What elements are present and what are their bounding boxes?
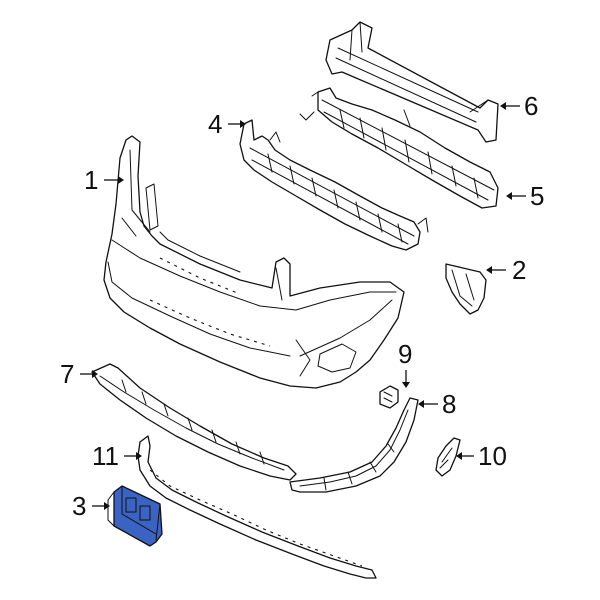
callout-6: 6	[524, 91, 538, 121]
license-plate-bracket-part[interactable]	[107, 485, 163, 547]
lower-molding-strip-part[interactable]	[137, 435, 377, 579]
retainer-clip-part[interactable]	[379, 385, 399, 409]
callout-4: 4	[208, 109, 222, 139]
callout-11: 11	[92, 441, 119, 471]
callout-9: 9	[398, 339, 412, 369]
side-bracket-right-part[interactable]	[435, 437, 461, 477]
bumper-cover-part[interactable]	[103, 135, 405, 389]
side-bracket-part[interactable]	[445, 263, 487, 315]
energy-absorber-lower-part[interactable]	[299, 87, 499, 209]
callout-10: 10	[478, 441, 507, 471]
callout-5: 5	[530, 181, 544, 211]
impact-bar-part[interactable]	[325, 21, 499, 143]
callout-2: 2	[512, 255, 526, 285]
callout-7: 7	[60, 359, 74, 389]
callout-8: 8	[442, 389, 456, 419]
callout-3: 3	[72, 491, 86, 521]
side-deflector-trim-part[interactable]	[289, 397, 419, 493]
leader-lines	[80, 102, 526, 510]
energy-absorber-upper-part[interactable]	[239, 119, 429, 251]
callout-1: 1	[84, 165, 98, 195]
lower-grille-deflector-part[interactable]	[91, 363, 297, 481]
